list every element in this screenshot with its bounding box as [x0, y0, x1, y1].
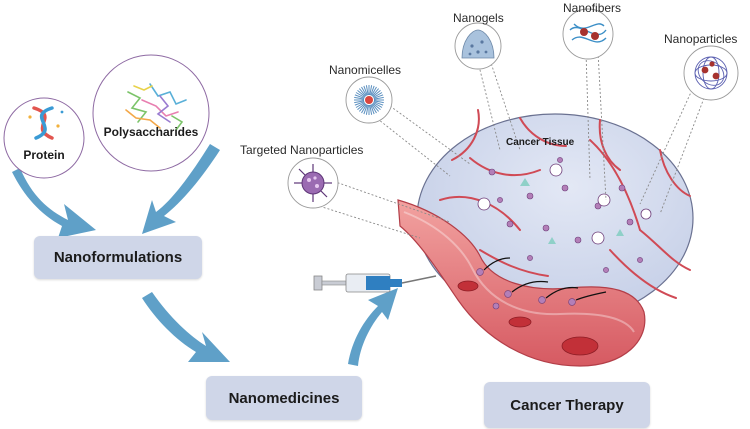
stage-box-nanoformulations: Nanoformulations: [34, 236, 202, 279]
nanomicelle-icon: [345, 76, 393, 124]
carrier-label-targeted-nanoparticles: Targeted Nanoparticles: [240, 143, 364, 157]
dna-icon: [28, 106, 64, 140]
polysaccharide-network-icon: [125, 83, 187, 131]
carrier-label-nanofibers: Nanofibers: [563, 1, 622, 15]
carrier-label-nanoparticles: Nanoparticles: [664, 32, 738, 46]
nanofiber-icon: [562, 8, 614, 60]
flow-arrows: [12, 144, 398, 366]
protein-source: [3, 97, 85, 179]
nanoparticle-icon: [683, 45, 739, 101]
targeted-nanoparticle-icon: [287, 157, 339, 209]
arrow-protein-to-nanoformulations: [12, 168, 96, 238]
tissue-label: Cancer Tissue: [506, 137, 575, 148]
blood-vessel: [397, 199, 646, 367]
syringe: [313, 273, 437, 293]
stage-label: Nanomedicines: [228, 389, 340, 407]
stage-label: Nanoformulations: [53, 249, 183, 266]
arrow-nanomedicines-to-delivery: [348, 288, 398, 366]
stage-box-nanomedicines: Nanomedicines: [206, 376, 362, 420]
arrow-nanoformulations-to-nanomedicines: [142, 292, 230, 362]
stage-box-cancer-therapy: Cancer Therapy: [484, 382, 650, 428]
polysaccharides-source: [92, 54, 210, 172]
carrier-connectors: [315, 51, 705, 239]
source-label-polysaccharides: Polysaccharides: [103, 125, 199, 139]
arrow-polysaccharides-to-nanoformulations: [142, 144, 220, 234]
carrier-label-nanogels: Nanogels: [453, 11, 504, 25]
nanogel-icon: [454, 22, 502, 70]
source-label-protein: Protein: [23, 148, 65, 162]
stage-label: Cancer Therapy: [510, 396, 624, 414]
carrier-label-nanomicelles: Nanomicelles: [329, 63, 402, 77]
